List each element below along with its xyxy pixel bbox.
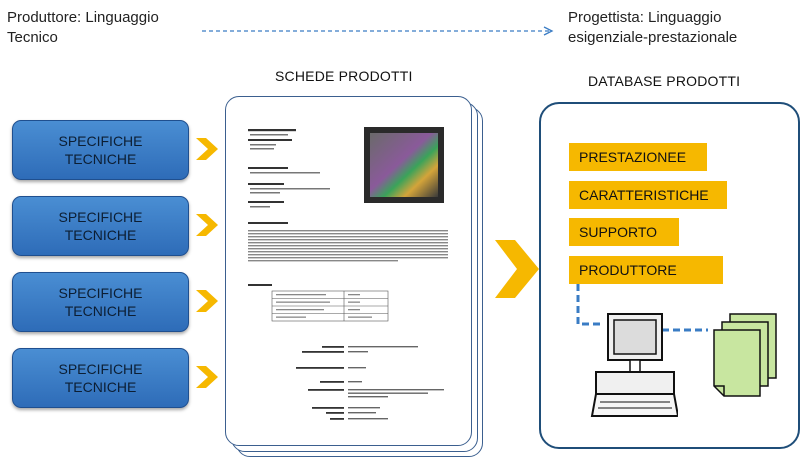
spec-box-line1: SPECIFICHE xyxy=(58,133,143,149)
spec-box-1: SPECIFICHE TECNICHE xyxy=(12,120,189,180)
sheet-document-image xyxy=(246,123,456,423)
document-stack-icon xyxy=(713,313,777,397)
spec-box-line1: SPECIFICHE xyxy=(58,285,143,301)
designer-label-line2: esigenziale-prestazionale xyxy=(568,29,738,46)
dashed-arrow xyxy=(202,26,554,36)
spec-box-line2: TECNICHE xyxy=(64,227,137,243)
spec-box-2: SPECIFICHE TECNICHE xyxy=(12,196,189,256)
product-sheet xyxy=(225,96,472,446)
chevron-right-icon xyxy=(196,214,218,236)
computer-icon xyxy=(590,313,678,417)
db-label-supporto: SUPPORTO xyxy=(569,218,679,246)
spec-box-line2: TECNICHE xyxy=(64,303,137,319)
spec-box-3: SPECIFICHE TECNICHE xyxy=(12,272,189,332)
designer-label: Progettista: Linguaggio esigenziale-pres… xyxy=(568,8,737,48)
document-content-graphic xyxy=(248,127,448,420)
spec-box-4: SPECIFICHE TECNICHE xyxy=(12,348,189,408)
chevron-right-icon xyxy=(196,138,218,160)
database-connections xyxy=(576,284,708,332)
db-label-produttore: PRODUTTORE xyxy=(569,256,723,284)
spec-box-line1: SPECIFICHE xyxy=(58,209,143,225)
designer-label-line1: Progettista: Linguaggio xyxy=(568,9,722,26)
chevron-right-icon xyxy=(196,290,218,312)
database-title: DATABASE PRODOTTI xyxy=(588,73,741,89)
chevron-right-icon xyxy=(495,240,539,298)
producer-label-line1: Produttore: Linguaggio xyxy=(7,9,159,26)
db-label-caratteristiche: CARATTERISTICHE xyxy=(569,181,727,209)
product-sheets-title: SCHEDE PRODOTTI xyxy=(275,68,413,84)
producer-label: Produttore: Linguaggio Tecnico xyxy=(7,8,159,48)
db-label-prestazionee: PRESTAZIONEE xyxy=(569,143,707,171)
producer-label-line2: Tecnico xyxy=(7,29,58,46)
chevron-right-icon xyxy=(196,366,218,388)
spec-box-line2: TECNICHE xyxy=(64,379,137,395)
spec-box-line2: TECNICHE xyxy=(64,151,137,167)
spec-box-line1: SPECIFICHE xyxy=(58,361,143,377)
